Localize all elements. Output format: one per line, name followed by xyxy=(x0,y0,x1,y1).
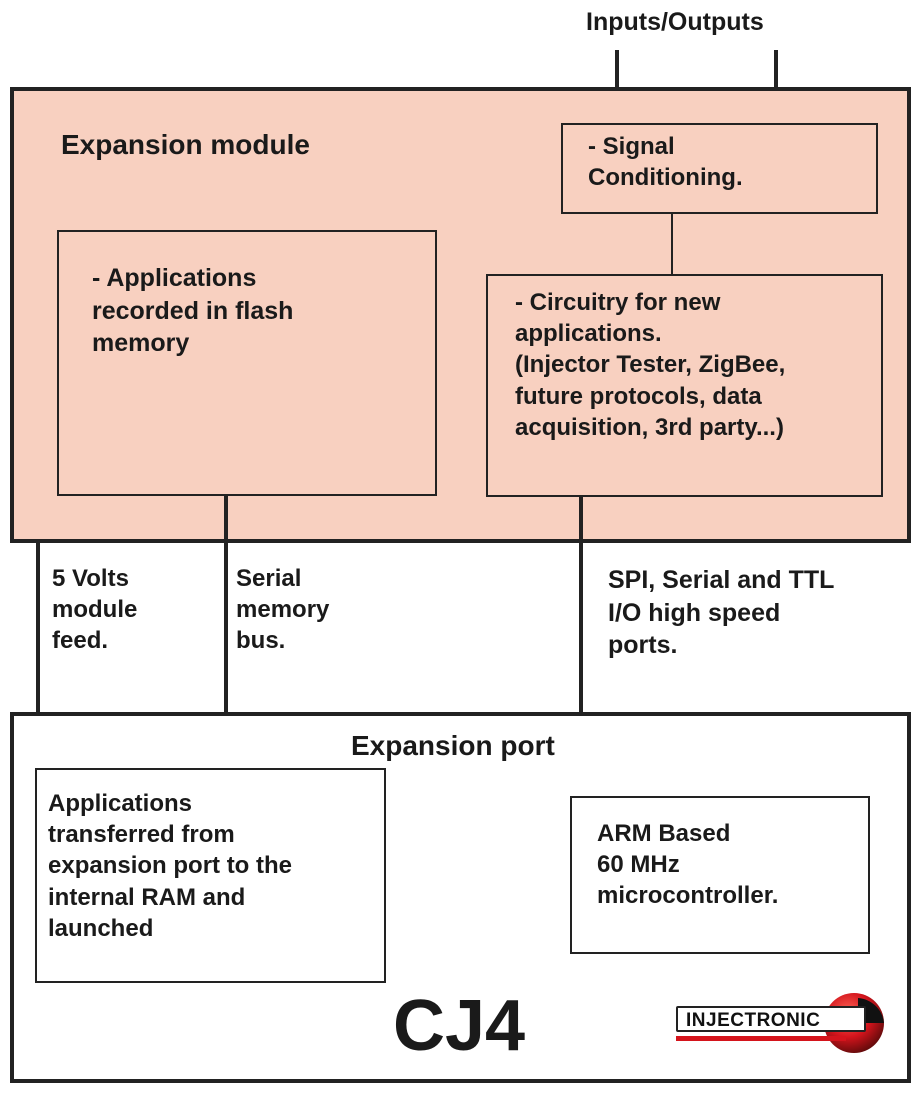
signal-to-circuitry-line xyxy=(671,214,673,275)
spi-line xyxy=(579,497,583,715)
expansion-port-title: Expansion port xyxy=(351,730,555,761)
serial-bus-label: Serial memory bus. xyxy=(236,565,330,655)
flash-applications-text: - Applications recorded in flash memory xyxy=(92,264,294,357)
circuitry-text: - Circuitry for new applications. (Injec… xyxy=(515,289,786,441)
inputs-outputs-label: Inputs/Outputs xyxy=(586,8,764,36)
injectronic-logo: INJECTRONIC xyxy=(676,990,891,1060)
logo-text: INJECTRONIC xyxy=(686,1010,821,1031)
signal-conditioning-text: - Signal Conditioning. xyxy=(588,133,743,192)
circuitry-box: - Circuitry for new applications. (Injec… xyxy=(486,274,883,497)
cj4-label: CJ4 xyxy=(393,986,526,1066)
arm-box: ARM Based 60 MHz microcontroller. xyxy=(570,796,870,954)
power-line xyxy=(36,543,40,715)
signal-conditioning-box: - Signal Conditioning. xyxy=(561,123,878,214)
arm-text: ARM Based 60 MHz microcontroller. xyxy=(597,820,779,910)
power-label: 5 Volts module feed. xyxy=(52,565,138,655)
apps-transfer-text: Applications transferred from expansion … xyxy=(48,790,293,942)
expansion-module-title: Expansion module xyxy=(61,129,310,160)
apps-transfer-box: Applications transferred from expansion … xyxy=(35,768,386,983)
flash-applications-box: - Applications recorded in flash memory xyxy=(57,230,437,496)
spi-ports-label: SPI, Serial and TTL I/O high speed ports… xyxy=(608,566,835,659)
serial-bus-line xyxy=(224,496,228,770)
